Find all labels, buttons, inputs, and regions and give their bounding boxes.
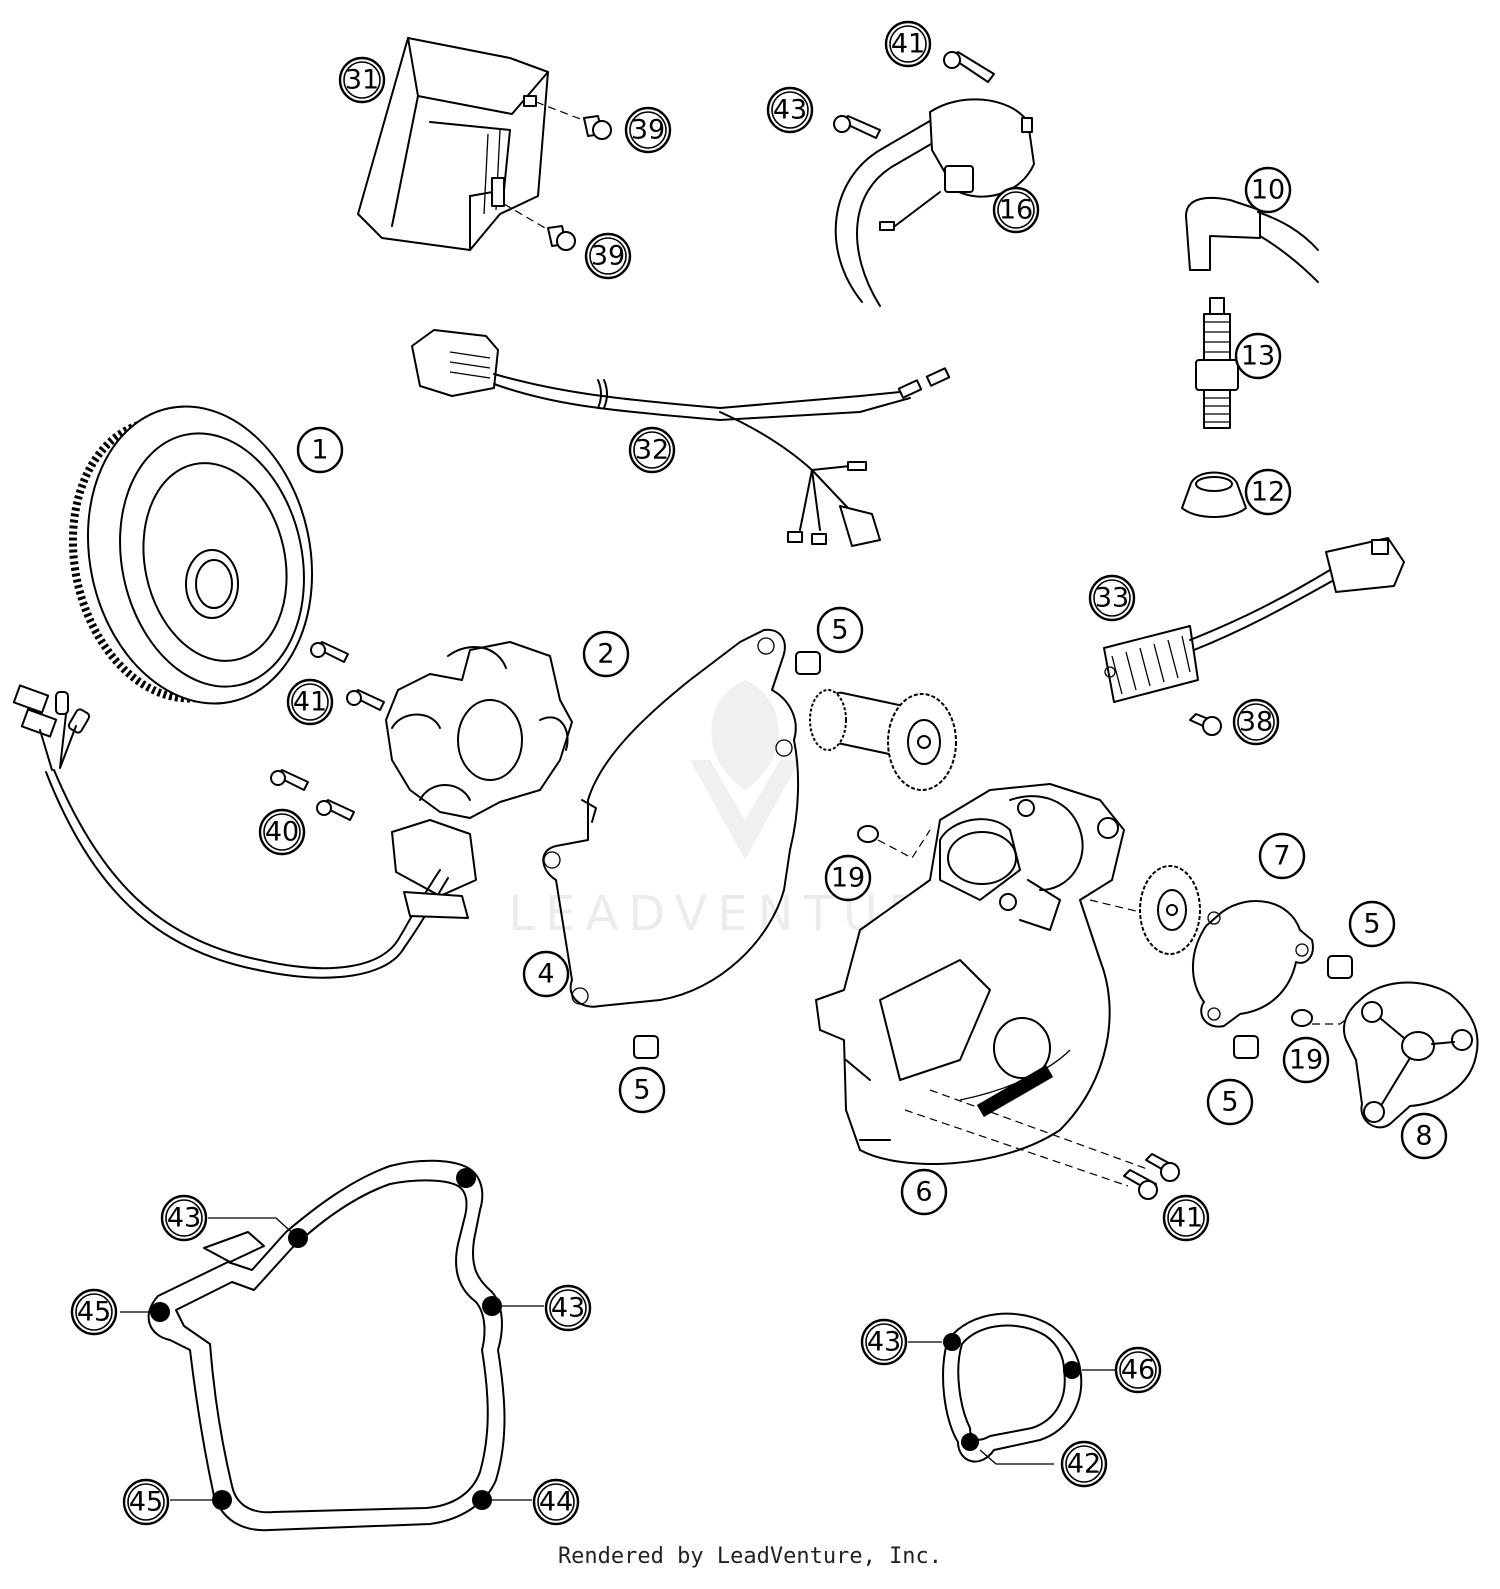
callout-label: 39 [631, 115, 665, 146]
dowel-pins [633, 651, 1353, 1059]
callout-label: 39 [591, 241, 625, 272]
part-small-gasket [1192, 900, 1314, 1028]
part-voltage-regulator [1103, 537, 1405, 703]
part-cover-gear [1089, 865, 1201, 955]
callout-16: 16 [992, 186, 1040, 234]
callout-label: 4 [537, 959, 554, 990]
callout-13: 13 [1234, 332, 1282, 380]
coil-screws [833, 51, 995, 139]
callout-6: 6 [900, 1168, 948, 1216]
part-ignition-coil [834, 98, 1035, 307]
callout-label: 43 [167, 1203, 201, 1234]
callout-label: 7 [1273, 841, 1290, 872]
stator-screws [270, 641, 385, 821]
regulator-screw [1189, 713, 1222, 736]
callout-label: 40 [265, 817, 299, 848]
callout-label: 10 [1251, 175, 1285, 206]
callout-label: 43 [551, 1293, 585, 1324]
callout-label: 5 [831, 615, 848, 646]
callout-31: 31 [338, 56, 386, 104]
callout-41-a: 41 [884, 20, 932, 68]
part-small-cover [1342, 981, 1479, 1129]
callout-label: 5 [1363, 909, 1380, 940]
part-starter-idler-gear [809, 689, 957, 791]
callout-5-a: 5 [816, 606, 864, 654]
part-wiring-harness [411, 329, 951, 547]
callout-label: 19 [831, 863, 865, 894]
callout-32: 32 [628, 426, 676, 474]
stator-connectors [12, 684, 91, 771]
callout-41-c: 41 [1162, 1194, 1210, 1242]
part-ecu [357, 37, 549, 251]
callout-43-d: 43 [860, 1318, 908, 1366]
callout-1: 1 [296, 426, 344, 474]
render-credit-footer: Rendered by LeadVenture, Inc. [557, 1544, 943, 1569]
callout-5-b: 5 [1348, 900, 1396, 948]
callout-5-c: 5 [618, 1066, 666, 1114]
part-plug-seal [1181, 471, 1247, 518]
callout-39-b: 39 [584, 232, 632, 280]
callout-44: 44 [532, 1478, 580, 1526]
callout-label: 12 [1251, 477, 1285, 508]
callout-33: 33 [1088, 574, 1136, 622]
callout-label: 45 [77, 1297, 111, 1328]
callout-19-b: 19 [1282, 1036, 1330, 1084]
callout-label: 6 [915, 1177, 932, 1208]
part-stator [45, 641, 573, 979]
callout-label: 43 [867, 1327, 901, 1358]
callout-43-b: 43 [160, 1194, 208, 1242]
callout-label: 44 [539, 1487, 573, 1518]
callout-2: 2 [582, 630, 630, 678]
callout-38: 38 [1232, 698, 1280, 746]
callout-39-a: 39 [624, 106, 672, 154]
part-spark-plug [1195, 297, 1239, 429]
callout-label: 41 [891, 29, 925, 60]
callout-45-a: 45 [70, 1288, 118, 1336]
callout-label: 41 [1169, 1203, 1203, 1234]
callout-label: 1 [311, 435, 328, 466]
callout-10: 10 [1244, 166, 1292, 214]
callout-45-b: 45 [122, 1478, 170, 1526]
callout-label: 19 [1289, 1045, 1323, 1076]
callout-label: 43 [773, 95, 807, 126]
o-rings [857, 825, 1365, 1027]
callout-label: 8 [1415, 1121, 1432, 1152]
callout-label: 31 [345, 65, 379, 96]
callout-12: 12 [1244, 468, 1292, 516]
callout-8: 8 [1400, 1112, 1448, 1160]
callout-40: 40 [258, 808, 306, 856]
callout-4: 4 [522, 950, 570, 998]
callout-label: 33 [1095, 583, 1129, 614]
cover-screws [904, 1089, 1180, 1200]
callout-label: 32 [635, 435, 669, 466]
callout-43-a: 43 [766, 86, 814, 134]
callout-43-c: 43 [544, 1284, 592, 1332]
callout-label: 38 [1239, 707, 1273, 738]
callout-41-b: 41 [286, 678, 334, 726]
callout-label: 42 [1067, 1449, 1101, 1480]
callout-5-d: 5 [1206, 1078, 1254, 1126]
callout-label: 46 [1121, 1355, 1155, 1386]
callout-7: 7 [1258, 832, 1306, 880]
callout-label: 2 [597, 639, 614, 670]
callout-19-a: 19 [824, 854, 872, 902]
part-spark-plug-cap [1185, 196, 1319, 283]
detail-large-gasket [120, 1159, 544, 1532]
callout-label: 16 [999, 195, 1033, 226]
callout-label: 41 [293, 687, 327, 718]
callout-label: 13 [1241, 341, 1275, 372]
callout-label: 45 [129, 1487, 163, 1518]
part-cover-gasket [542, 628, 800, 1008]
callout-46: 46 [1114, 1346, 1162, 1394]
part-ignition-cover [815, 783, 1125, 1165]
part-flywheel [68, 405, 314, 705]
callout-label: 5 [633, 1075, 650, 1106]
detail-small-gasket [908, 1312, 1116, 1465]
ecu-screws [503, 101, 612, 251]
callout-42: 42 [1060, 1440, 1108, 1488]
callout-label: 5 [1221, 1087, 1238, 1118]
